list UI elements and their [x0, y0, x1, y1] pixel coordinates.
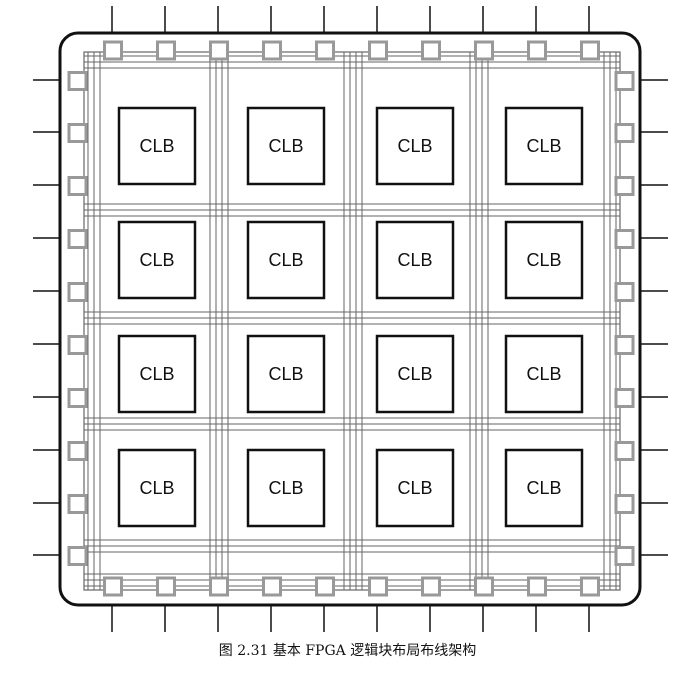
right-io-pad — [614, 176, 635, 196]
clb-block: CLB — [246, 334, 326, 414]
external-pins — [33, 6, 668, 632]
right-io-pad — [614, 229, 635, 249]
clb-block: CLB — [246, 106, 326, 186]
clb-box — [375, 220, 455, 300]
top-io-pad — [209, 40, 229, 61]
clb-block: CLB — [117, 220, 197, 300]
bottom-io-pad — [421, 576, 441, 597]
clb-box — [375, 106, 455, 186]
clb-label: CLB — [139, 250, 174, 270]
top-io-pad — [527, 40, 547, 61]
top-io-pad — [262, 40, 282, 61]
bottom-io-pad — [368, 576, 388, 597]
bottom-io-pad — [209, 576, 229, 597]
top-io-pad — [103, 40, 123, 61]
clb-block: CLB — [375, 220, 455, 300]
bottom-io-pad — [527, 576, 547, 597]
right-io-pad — [614, 282, 635, 302]
right-io-pad — [614, 388, 635, 408]
clb-box — [117, 106, 197, 186]
clb-block: CLB — [246, 220, 326, 300]
clb-label: CLB — [526, 136, 561, 156]
clb-label: CLB — [397, 478, 432, 498]
right-io-pad — [614, 123, 635, 143]
right-io-pad — [614, 494, 635, 514]
bottom-io-pad — [580, 576, 600, 597]
clb-block: CLB — [117, 448, 197, 528]
clb-label: CLB — [526, 250, 561, 270]
clb-label: CLB — [139, 364, 174, 384]
bottom-io-pad — [262, 576, 282, 597]
clb-block: CLB — [246, 448, 326, 528]
clb-box — [375, 334, 455, 414]
left-io-pad — [67, 335, 88, 355]
clb-box — [117, 220, 197, 300]
left-io-pad — [67, 388, 88, 408]
left-io-pad — [67, 441, 88, 461]
clb-label: CLB — [268, 136, 303, 156]
bottom-io-pad — [315, 576, 335, 597]
left-io-pad — [67, 546, 88, 566]
clb-label: CLB — [397, 250, 432, 270]
bottom-io-pad — [156, 576, 176, 597]
right-io-pad — [614, 441, 635, 461]
clb-block: CLB — [375, 448, 455, 528]
clb-label: CLB — [268, 478, 303, 498]
top-io-pad — [421, 40, 441, 61]
right-io-pad — [614, 335, 635, 355]
clb-box — [117, 334, 197, 414]
clb-block: CLB — [375, 106, 455, 186]
clb-block: CLB — [117, 106, 197, 186]
clb-block: CLB — [504, 106, 584, 186]
clb-box — [246, 334, 326, 414]
left-io-pad — [67, 229, 88, 249]
clb-box — [504, 220, 584, 300]
left-io-pad — [67, 176, 88, 196]
clb-label: CLB — [397, 364, 432, 384]
clb-grid: CLB CLB CLB CLB CLB CLB CLB CLB CLB CLB CLB CLB CLB C… — [117, 106, 584, 528]
left-io-pad — [67, 282, 88, 302]
clb-block: CLB — [504, 334, 584, 414]
clb-label: CLB — [139, 136, 174, 156]
clb-box — [504, 334, 584, 414]
clb-box — [117, 448, 197, 528]
top-io-pad — [474, 40, 494, 61]
clb-label: CLB — [139, 478, 174, 498]
top-io-pad — [580, 40, 600, 61]
clb-box — [504, 106, 584, 186]
clb-label: CLB — [268, 364, 303, 384]
clb-box — [504, 448, 584, 528]
clb-block: CLB — [504, 220, 584, 300]
bottom-io-pad — [103, 576, 123, 597]
clb-block: CLB — [375, 334, 455, 414]
top-io-pad — [368, 40, 388, 61]
clb-box — [246, 220, 326, 300]
left-io-pad — [67, 494, 88, 514]
clb-label: CLB — [268, 250, 303, 270]
clb-box — [246, 448, 326, 528]
right-io-pad — [614, 546, 635, 566]
left-io-pad — [67, 123, 88, 143]
io-pads — [67, 40, 635, 597]
bottom-io-pad — [474, 576, 494, 597]
right-io-pad — [614, 71, 635, 91]
routing-boundary — [83, 51, 621, 591]
left-io-pad — [67, 71, 88, 91]
clb-label: CLB — [397, 136, 432, 156]
clb-box — [246, 106, 326, 186]
figure-caption: 图 2.31 基本 FPGA 逻辑块布局布线架构 — [218, 643, 477, 659]
top-io-pad — [156, 40, 176, 61]
clb-box — [375, 448, 455, 528]
clb-block: CLB — [117, 334, 197, 414]
top-io-pad — [315, 40, 335, 61]
clb-block: CLB — [504, 448, 584, 528]
clb-label: CLB — [526, 364, 561, 384]
clb-label: CLB — [526, 478, 561, 498]
